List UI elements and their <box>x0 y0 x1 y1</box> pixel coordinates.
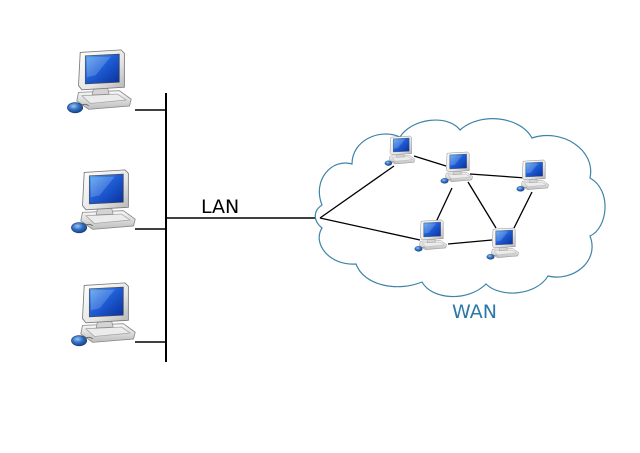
wan-link-pc2-pc4 <box>435 187 453 223</box>
wan-link-pc2-pc3 <box>469 173 527 179</box>
lan-computer-3-icon <box>70 282 136 347</box>
wan-link-pc4-pc5 <box>447 239 493 245</box>
lan-computer-2-icon <box>70 169 136 234</box>
wan-link-pc3-pc5 <box>513 191 533 229</box>
wan-link-pc2-pc5 <box>467 181 497 229</box>
lan-computer-1-icon <box>66 49 132 114</box>
wan-label: WAN <box>452 301 497 323</box>
wan-link-pc1-pc2 <box>413 155 447 167</box>
wan-link-trunk-pc4 <box>319 217 421 241</box>
wan-cloud-icon <box>314 118 606 298</box>
lan-label: LAN <box>201 196 239 218</box>
wan-link-trunk-pc1 <box>319 165 395 219</box>
